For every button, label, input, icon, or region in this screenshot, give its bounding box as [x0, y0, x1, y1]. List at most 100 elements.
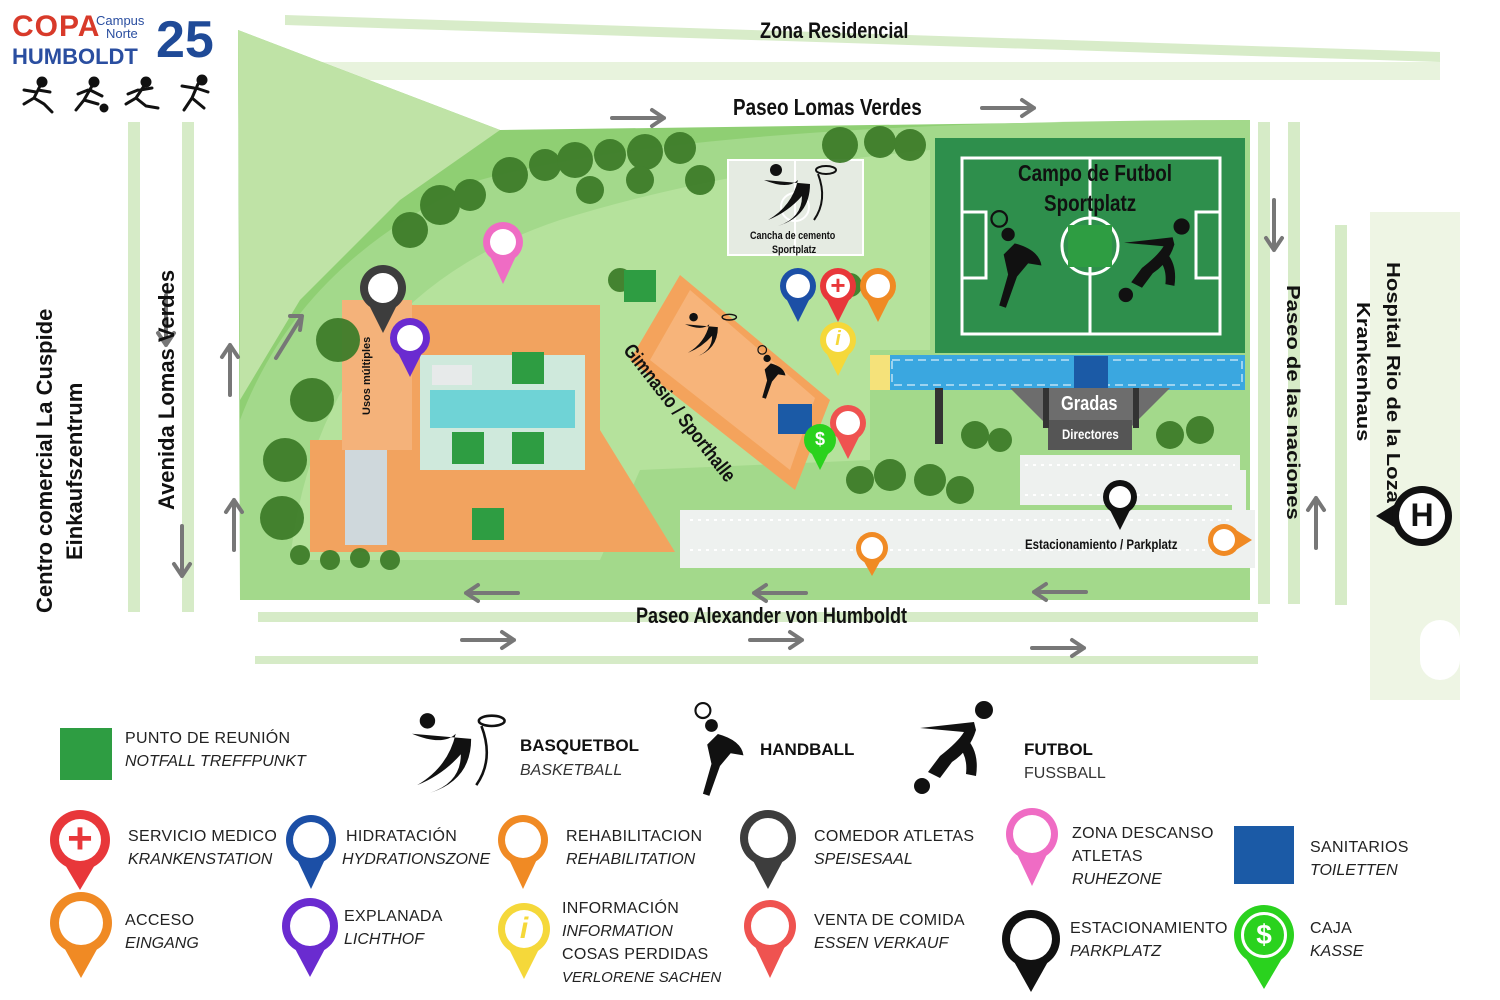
info-pin[interactable]: i	[820, 322, 856, 378]
meeting-point-icon	[472, 508, 504, 540]
label-campo-futbol: Campo de Futbol	[1018, 160, 1173, 186]
legend-food-sale-pin	[744, 900, 796, 982]
label-paseo-naciones: Paseo de las naciones	[1282, 285, 1304, 520]
soccer-field-icon	[1118, 218, 1190, 303]
food-court-pin[interactable]	[360, 265, 406, 333]
legend-parking-pin	[1002, 910, 1060, 994]
legend-rehab-sub: REHABILITATION	[566, 851, 696, 868]
entrance-parking-pin[interactable]	[1208, 524, 1252, 556]
dollar-icon: $	[1256, 919, 1272, 950]
legend-meeting-point-title: PUNTO DE REUNIÓN	[125, 730, 291, 747]
label-usos-multiples: Usos múltiples	[361, 336, 373, 415]
meeting-point-icon	[1068, 225, 1112, 267]
legend-lost-title: COSAS PERDIDAS	[562, 946, 709, 963]
dollar-icon: $	[814, 429, 825, 449]
legend-entrance-title: ACCESO	[125, 912, 195, 929]
legend-hydration-pin	[286, 815, 336, 891]
legend-soccer-icon	[914, 701, 993, 794]
meeting-point-icon	[512, 432, 544, 464]
label-krankenhaus: Krankenhaus	[1352, 302, 1374, 442]
legend-courtyard-title: EXPLANADA	[344, 908, 443, 925]
info-icon: i	[835, 328, 841, 350]
legend-cashier-pin: $	[1234, 905, 1294, 991]
legend-dining-sub: SPEISESAAL	[814, 851, 913, 868]
legend-basketball-sub: BASKETBALL	[520, 762, 623, 779]
label-einkaufszentrum: Einkaufszentrum	[62, 382, 87, 560]
legend-entrance-sub: EINGANG	[125, 935, 199, 952]
legend-parking-sub: PARKPLATZ	[1070, 943, 1161, 960]
legend-courtyard-pin	[282, 898, 338, 980]
legend-soccer-title: FUTBOL	[1024, 740, 1093, 759]
label-centro-comercial: Centro comercial La Cuspide	[32, 308, 57, 613]
label-zona-residencial: Zona Residencial	[760, 18, 909, 43]
legend-info-sub: INFORMATION	[562, 923, 673, 940]
food-sale-pin[interactable]	[830, 405, 866, 461]
legend-dining-title: COMEDOR ATLETAS	[814, 828, 975, 845]
legend-lost-sub: VERLORENE SACHEN	[562, 969, 722, 986]
logo-copa: COPA	[12, 10, 101, 43]
legend-cashier-sub: KASSE	[1310, 943, 1364, 960]
label-cancha: Cancha de cemento	[750, 230, 836, 242]
basketball-icon	[764, 164, 837, 226]
legend-cashier-title: CAJA	[1310, 920, 1353, 937]
legend-courtyard-sub: LICHTHOF	[344, 931, 424, 948]
label-paseo-humboldt: Paseo Alexander von Humboldt	[636, 603, 907, 628]
logo-norte: Norte	[106, 26, 138, 41]
parking-pin[interactable]	[1103, 480, 1137, 530]
legend-handball-title: HANDBALL	[760, 740, 855, 759]
legend-rest-sub: RUHEZONE	[1072, 871, 1162, 888]
plus-icon: +	[67, 814, 93, 863]
toilets-field-icon[interactable]	[1074, 356, 1108, 388]
legend-medical-sub: KRANKENSTATION	[128, 851, 273, 868]
logo-year: 25	[156, 11, 214, 69]
plus-icon: +	[830, 270, 846, 300]
legend-basketball-icon	[412, 713, 506, 793]
hydration-pin[interactable]	[780, 268, 816, 324]
label-cancha-sportplatz: Sportplatz	[772, 244, 817, 256]
label-gradas: Gradas	[1061, 393, 1118, 415]
legend-medical-pin: +	[50, 810, 110, 890]
legend-toilets-icon	[1234, 826, 1294, 884]
helipad-icon: H	[1410, 497, 1434, 533]
label-campo-sportplatz: Sportplatz	[1044, 190, 1137, 216]
meeting-point-icon	[452, 432, 484, 464]
rest-zone-pin[interactable]	[483, 222, 523, 288]
athletes-icon	[22, 74, 210, 114]
rehab-pin[interactable]	[860, 268, 896, 324]
legend-entrance-pin	[50, 892, 112, 978]
entrance-pin[interactable]	[856, 532, 888, 578]
legend-toilets-title: SANITARIOS	[1310, 839, 1409, 856]
campus-map	[128, 15, 1460, 700]
map-drawing	[128, 15, 1460, 700]
legend-hydration-title: HIDRATACIÓN	[346, 828, 458, 845]
legend-rehab-pin	[498, 815, 548, 891]
legend-parking-title: ESTACIONAMIENTO	[1070, 920, 1228, 937]
cashier-pin[interactable]: $	[804, 424, 836, 472]
legend-hydration-sub: HYDRATIONSZONE	[342, 851, 491, 868]
info-icon: i	[519, 912, 529, 945]
label-directores: Directores	[1062, 426, 1119, 442]
basketball-gym-icon	[685, 312, 738, 358]
courtyard-pin[interactable]	[390, 318, 430, 380]
legend-rest-title-2: ATLETAS	[1072, 848, 1143, 865]
label-estacionamiento: Estacionamiento / Parkplatz	[1025, 536, 1178, 552]
legend-basketball-title: BASQUETBOL	[520, 736, 639, 755]
legend-food-sale-sub: ESSEN VERKAUF	[814, 935, 949, 952]
meeting-point-icon	[512, 352, 544, 384]
legend-dining-pin	[740, 810, 796, 890]
legend-rehab-title: REHABILITACION	[566, 828, 703, 845]
meeting-point-icon	[624, 270, 656, 302]
logo-humboldt: HUMBOLDT	[12, 44, 138, 69]
label-avenida-lomas-verdes: Avenida Lomas Verdes	[154, 269, 179, 510]
toilets-gym-icon[interactable]	[778, 404, 812, 434]
helipad-pin[interactable]: H	[1376, 485, 1454, 547]
logo-campus: Campus	[96, 13, 145, 28]
label-hospital: Hospital Rio de la Loza	[1382, 262, 1404, 503]
legend-rest-title-1: ZONA DESCANSO	[1072, 825, 1214, 842]
legend-handball-icon	[694, 702, 744, 796]
medical-pin[interactable]: +	[820, 268, 856, 324]
handball-field-icon	[990, 210, 1042, 308]
legend-medical-title: SERVICIO MEDICO	[128, 828, 278, 845]
legend-soccer-sub: FUSSBALL	[1024, 765, 1106, 782]
logo: COPA Campus Norte HUMBOLDT 25	[10, 8, 230, 114]
